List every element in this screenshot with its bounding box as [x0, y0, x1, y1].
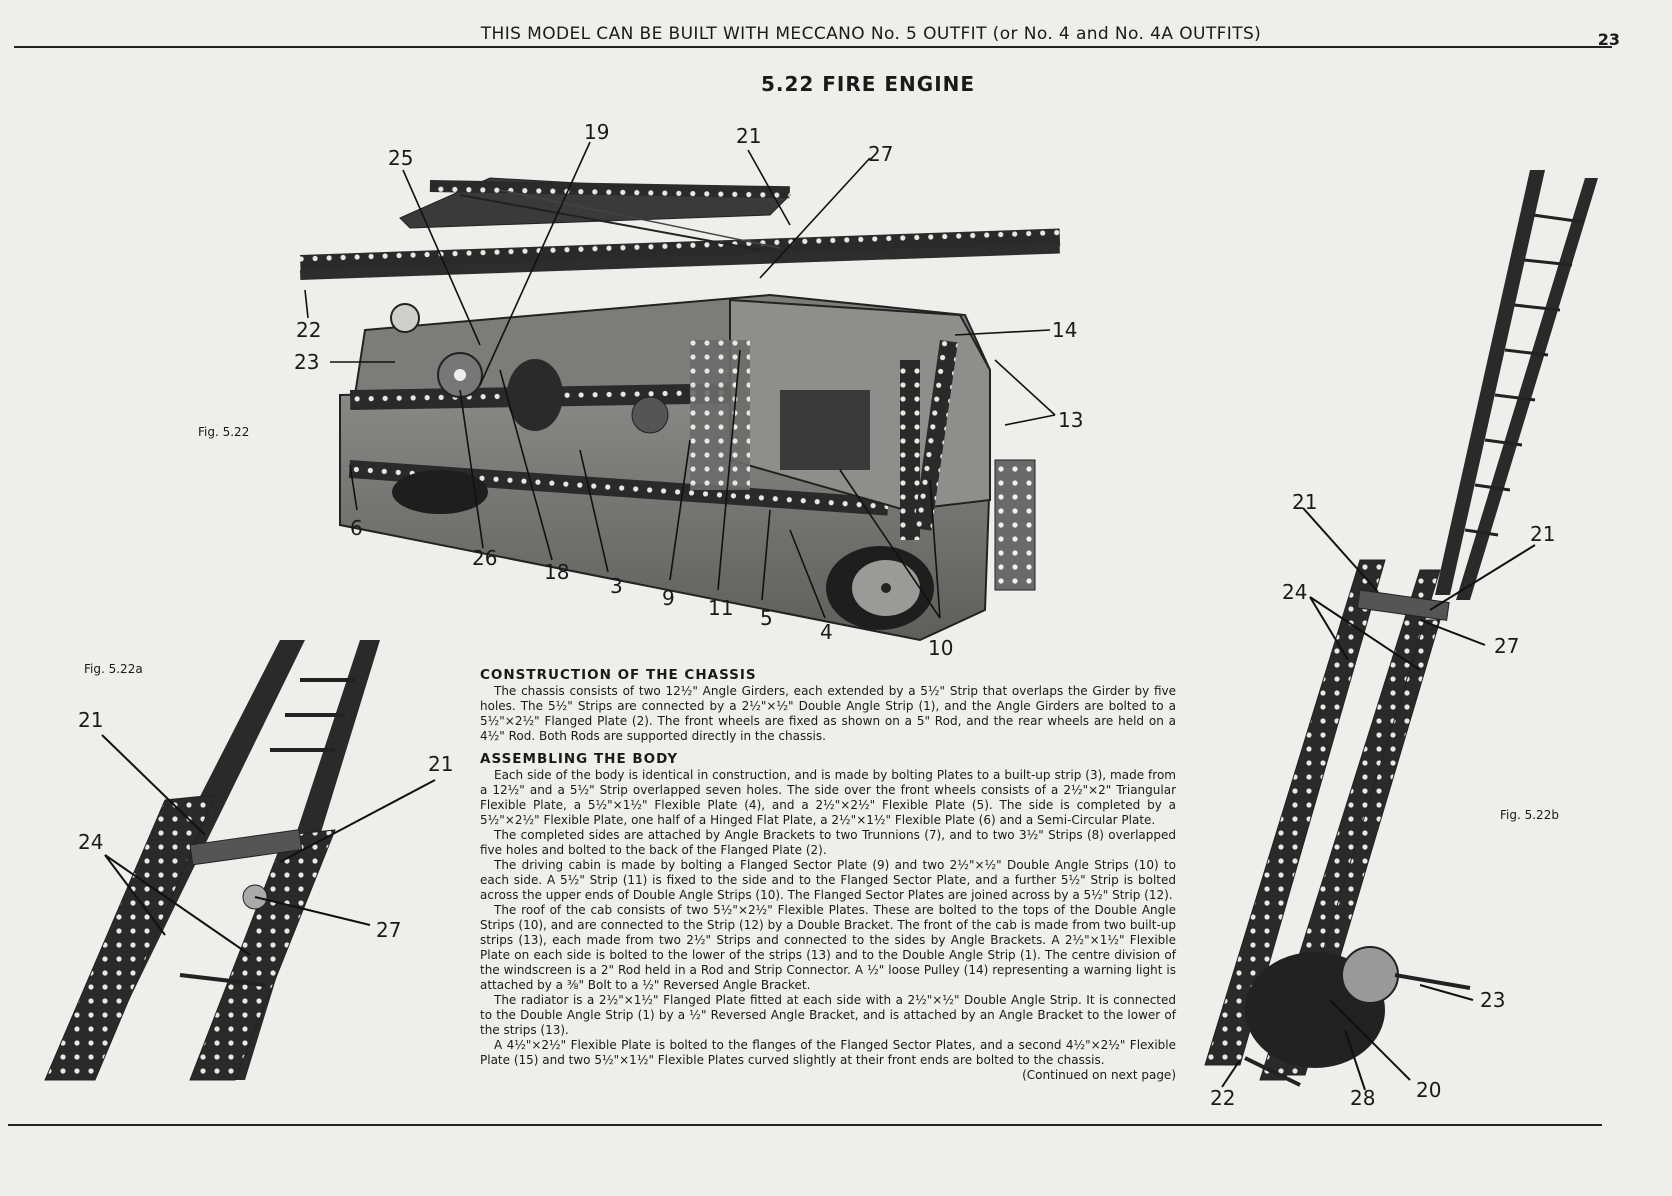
body-paragraph-3: The driving cabin is made by bolting a F… [480, 858, 1176, 902]
callout-21: 21 [736, 124, 762, 148]
page-number: 23 [1597, 30, 1620, 49]
callout-b-22: 22 [1210, 1086, 1236, 1110]
body-paragraph-4: The roof of the cab consists of two 5½"×… [480, 903, 1176, 992]
footer-rule [8, 1124, 1602, 1126]
body-paragraph-6: A 4½"×2½" Flexible Plate is bolted to th… [480, 1038, 1176, 1067]
callout-9: 9 [662, 586, 675, 610]
callout-22: 22 [296, 318, 322, 342]
callout-b-21-right: 21 [1530, 522, 1556, 546]
boom-girders [300, 177, 1061, 280]
callout-6: 6 [350, 516, 363, 540]
callout-4: 4 [820, 620, 833, 644]
callout-19: 19 [584, 120, 610, 144]
callout-a-21-left: 21 [78, 708, 104, 732]
detail-a-illustration [44, 640, 380, 1081]
body-paragraph-5: The radiator is a 2½"×1½" Flanged Plate … [480, 993, 1176, 1037]
callout-a-24: 24 [78, 830, 104, 854]
outfit-header: THIS MODEL CAN BE BUILT WITH MECCANO No.… [480, 24, 1262, 44]
model-title: 5.22 FIRE ENGINE [760, 72, 976, 96]
body-paragraph-2: The completed sides are attached by Angl… [480, 828, 1176, 857]
callout-26: 26 [472, 546, 498, 570]
section-heading-body: ASSEMBLING THE BODY [480, 751, 679, 767]
truck-body [339, 293, 1036, 642]
continued-note: (Continued on next page) [1022, 1068, 1176, 1082]
callout-3: 3 [610, 574, 623, 598]
section-heading-chassis: CONSTRUCTION OF THE CHASSIS [480, 667, 757, 683]
chassis-paragraph: The chassis consists of two 12½" Angle G… [480, 684, 1176, 743]
callout-18: 18 [544, 560, 570, 584]
detail-a-leader-lines [101, 734, 436, 956]
callout-23: 23 [294, 350, 320, 374]
main-leader-lines [304, 141, 1056, 619]
detail-b-illustration [1204, 170, 1598, 1087]
callout-b-28: 28 [1350, 1086, 1376, 1110]
body-paragraph-1: Each side of the body is identical in co… [480, 768, 1176, 827]
callout-13: 13 [1058, 408, 1084, 432]
callout-10: 10 [928, 636, 954, 660]
callout-b-27: 27 [1494, 634, 1520, 658]
callout-25: 25 [388, 146, 414, 170]
callout-b-23: 23 [1480, 988, 1506, 1012]
callout-b-20: 20 [1416, 1078, 1442, 1102]
detail-b-leader-lines [1221, 507, 1536, 1091]
callout-5: 5 [760, 606, 773, 630]
instructions-text: CONSTRUCTION OF THE CHASSIS The chassis … [480, 668, 1176, 1083]
callout-11: 11 [708, 596, 734, 620]
callout-14: 14 [1052, 318, 1078, 342]
callout-a-21-right: 21 [428, 752, 454, 776]
callout-b-21-left: 21 [1292, 490, 1318, 514]
figure-label-a: Fig. 5.22a [84, 662, 143, 676]
figure-label-main: Fig. 5.22 [198, 425, 250, 439]
callout-27: 27 [868, 142, 894, 166]
header-rule [14, 46, 1612, 48]
callout-b-24: 24 [1282, 580, 1308, 604]
callout-a-27: 27 [376, 918, 402, 942]
figure-label-b: Fig. 5.22b [1500, 808, 1559, 822]
